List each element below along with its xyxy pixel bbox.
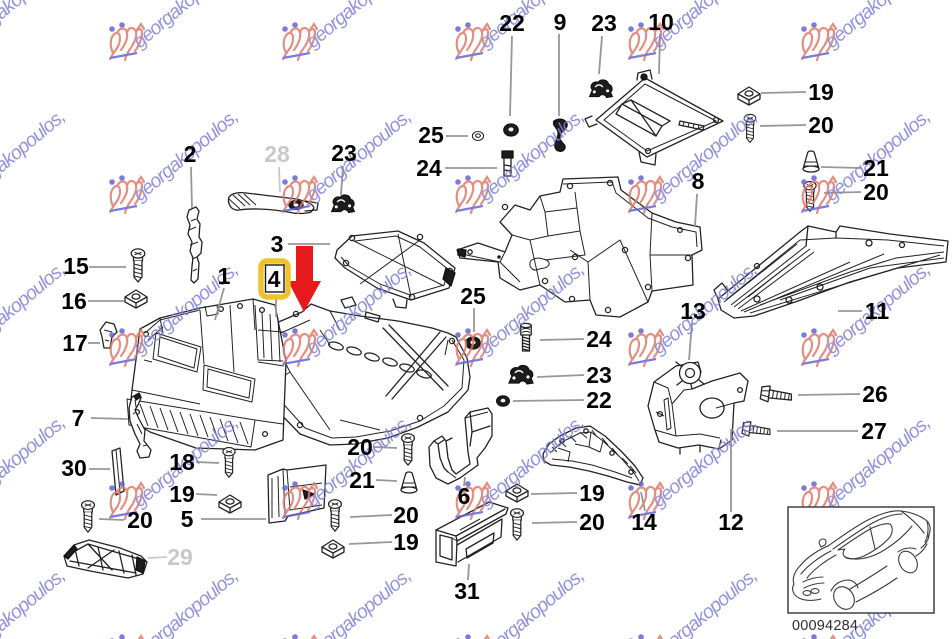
svg-text:31: 31 [454, 578, 480, 604]
svg-text:21: 21 [349, 467, 375, 493]
svg-text:4: 4 [268, 266, 281, 292]
svg-text:23: 23 [591, 10, 617, 36]
svg-text:00094284: 00094284 [792, 618, 858, 634]
svg-text:15: 15 [63, 253, 89, 279]
svg-text:2: 2 [184, 141, 197, 167]
svg-text:23: 23 [331, 140, 357, 166]
svg-text:24: 24 [586, 326, 612, 352]
svg-text:14: 14 [631, 509, 657, 535]
svg-text:30: 30 [61, 455, 87, 481]
svg-text:6: 6 [458, 483, 471, 509]
svg-text:22: 22 [586, 387, 612, 413]
svg-text:5: 5 [181, 506, 194, 532]
svg-text:20: 20 [808, 112, 834, 138]
svg-text:25: 25 [460, 283, 486, 309]
svg-text:11: 11 [865, 298, 890, 324]
svg-text:20: 20 [863, 179, 889, 205]
svg-text:9: 9 [554, 9, 567, 35]
svg-text:20: 20 [127, 507, 153, 533]
svg-text:28: 28 [264, 141, 290, 167]
svg-text:22: 22 [499, 10, 525, 36]
svg-text:24: 24 [416, 155, 442, 181]
svg-text:20: 20 [579, 509, 605, 535]
svg-text:19: 19 [579, 480, 605, 506]
svg-text:13: 13 [680, 298, 706, 324]
svg-text:12: 12 [718, 509, 744, 535]
svg-text:10: 10 [648, 9, 674, 35]
svg-text:19: 19 [393, 529, 419, 555]
svg-text:21: 21 [863, 155, 889, 181]
svg-text:25: 25 [418, 122, 444, 148]
svg-text:23: 23 [586, 362, 612, 388]
svg-text:8: 8 [692, 168, 705, 194]
svg-text:3: 3 [271, 231, 284, 257]
svg-text:26: 26 [862, 381, 888, 407]
svg-text:17: 17 [62, 330, 88, 356]
svg-text:1: 1 [218, 263, 231, 289]
svg-text:16: 16 [61, 288, 87, 314]
svg-text:19: 19 [808, 79, 834, 105]
svg-text:19: 19 [169, 481, 195, 507]
svg-text:29: 29 [167, 544, 193, 570]
svg-text:18: 18 [169, 449, 195, 475]
svg-text:7: 7 [72, 405, 85, 431]
svg-text:27: 27 [861, 418, 887, 444]
svg-text:20: 20 [393, 502, 419, 528]
svg-text:20: 20 [347, 434, 373, 460]
